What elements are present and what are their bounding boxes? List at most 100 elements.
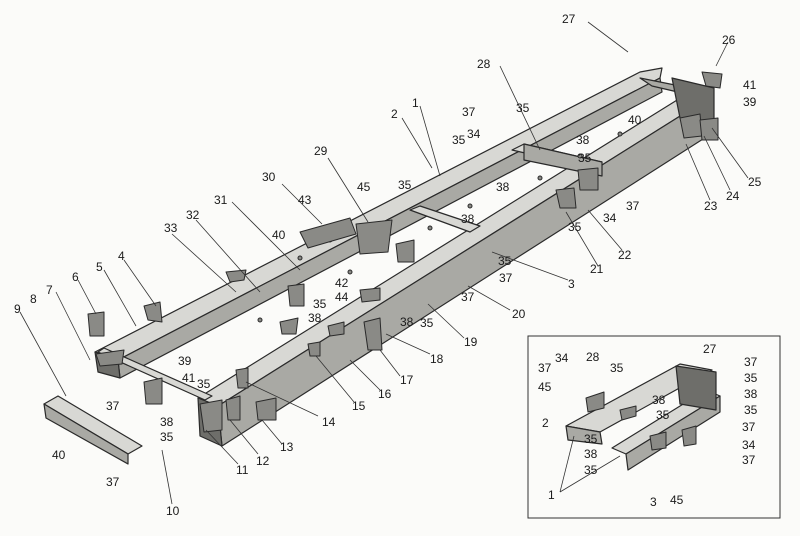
inset-label-1: 1 (548, 488, 555, 502)
inset-label-34: 34 (555, 351, 569, 365)
inset-label-35b: 35 (744, 371, 758, 385)
label-35i: 35 (197, 377, 211, 391)
label-41: 41 (743, 78, 757, 92)
label-31: 31 (214, 193, 228, 207)
label-1: 1 (412, 96, 419, 110)
label-12: 12 (256, 454, 270, 468)
label-18: 18 (430, 352, 444, 366)
label-39b: 39 (178, 354, 192, 368)
label-8: 8 (30, 292, 37, 306)
label-38b: 38 (496, 180, 510, 194)
label-35d: 35 (398, 178, 412, 192)
label-35g: 35 (313, 297, 327, 311)
cross-member-20 (409, 205, 481, 233)
label-32: 32 (186, 208, 200, 222)
label-37f: 37 (106, 475, 120, 489)
label-35f: 35 (498, 254, 512, 268)
label-14: 14 (322, 415, 336, 429)
label-35j: 35 (160, 430, 174, 444)
label-30: 30 (262, 170, 276, 184)
inset-label-35c: 35 (656, 408, 670, 422)
part-labels: 27 26 41 39 28 1 2 37 35 35 34 40 38 35 … (14, 12, 762, 518)
label-2: 2 (391, 107, 398, 121)
label-10: 10 (166, 504, 180, 518)
cross-member-22 (511, 143, 603, 177)
label-37e: 37 (106, 399, 120, 413)
inset-label-38b: 38 (652, 393, 666, 407)
label-41b: 41 (182, 371, 196, 385)
inset-label-3: 3 (650, 495, 657, 509)
label-9: 9 (14, 302, 21, 316)
label-28: 28 (477, 57, 491, 71)
label-37c: 37 (499, 271, 513, 285)
label-35e: 35 (568, 220, 582, 234)
label-35b: 35 (452, 133, 466, 147)
inset-label-2: 2 (542, 416, 549, 430)
inset-label-45b: 45 (670, 493, 684, 507)
label-45: 45 (357, 180, 371, 194)
label-43: 43 (298, 193, 312, 207)
label-37d: 37 (461, 290, 475, 304)
label-27: 27 (562, 12, 576, 26)
label-33: 33 (164, 221, 178, 235)
label-7: 7 (46, 283, 53, 297)
inset-detail: 37 34 28 35 27 37 45 35 38 38 35 35 2 35… (527, 335, 781, 519)
label-34b: 34 (603, 211, 617, 225)
label-13: 13 (280, 440, 294, 454)
label-39: 39 (743, 95, 757, 109)
label-38f: 38 (160, 415, 174, 429)
label-26: 26 (722, 33, 736, 47)
label-22: 22 (618, 248, 632, 262)
leader-lines (19, 21, 749, 505)
inset-label-37d: 37 (742, 453, 756, 467)
label-42: 42 (335, 276, 349, 290)
label-25: 25 (748, 175, 762, 189)
inset-border (527, 335, 781, 519)
label-23: 23 (704, 199, 718, 213)
label-29: 29 (314, 144, 328, 158)
label-6: 6 (72, 270, 79, 284)
label-38a: 38 (576, 133, 590, 147)
label-5: 5 (96, 260, 103, 274)
label-3: 3 (568, 277, 575, 291)
rear-cross-member (639, 77, 715, 129)
label-38e: 38 (400, 315, 414, 329)
inset-label-37b: 37 (744, 355, 758, 369)
front-cross-member (97, 347, 213, 401)
inset-label-28: 28 (586, 350, 600, 364)
bracket-parts (43, 71, 723, 465)
label-37b: 37 (626, 199, 640, 213)
inset-frame (565, 363, 721, 471)
inset-label-38c: 38 (584, 447, 598, 461)
inset-label-34b: 34 (742, 438, 756, 452)
label-19: 19 (464, 335, 478, 349)
label-17: 17 (400, 373, 414, 387)
inset-label-37c: 37 (742, 420, 756, 434)
label-15: 15 (352, 399, 366, 413)
inset-label-35d: 35 (584, 432, 598, 446)
label-35c: 35 (578, 151, 592, 165)
label-16: 16 (378, 387, 392, 401)
label-37a: 37 (462, 105, 476, 119)
inset-label-37a: 37 (538, 361, 552, 375)
label-38d: 38 (308, 311, 322, 325)
label-4: 4 (118, 249, 125, 263)
inset-label-27: 27 (703, 342, 717, 356)
label-40a: 40 (628, 113, 642, 127)
label-21: 21 (590, 262, 604, 276)
label-34: 34 (467, 127, 481, 141)
label-44: 44 (335, 290, 349, 304)
label-35h: 35 (420, 316, 434, 330)
label-24: 24 (726, 189, 740, 203)
label-35a: 35 (516, 101, 530, 115)
label-38c: 38 (461, 212, 475, 226)
label-20: 20 (512, 307, 526, 321)
inset-label-35e: 35 (584, 463, 598, 477)
label-40c: 40 (52, 448, 66, 462)
inset-label-35a: 35 (610, 361, 624, 375)
inset-label-38a: 38 (744, 387, 758, 401)
label-40b: 40 (272, 228, 286, 242)
inset-label-45a: 45 (538, 380, 552, 394)
